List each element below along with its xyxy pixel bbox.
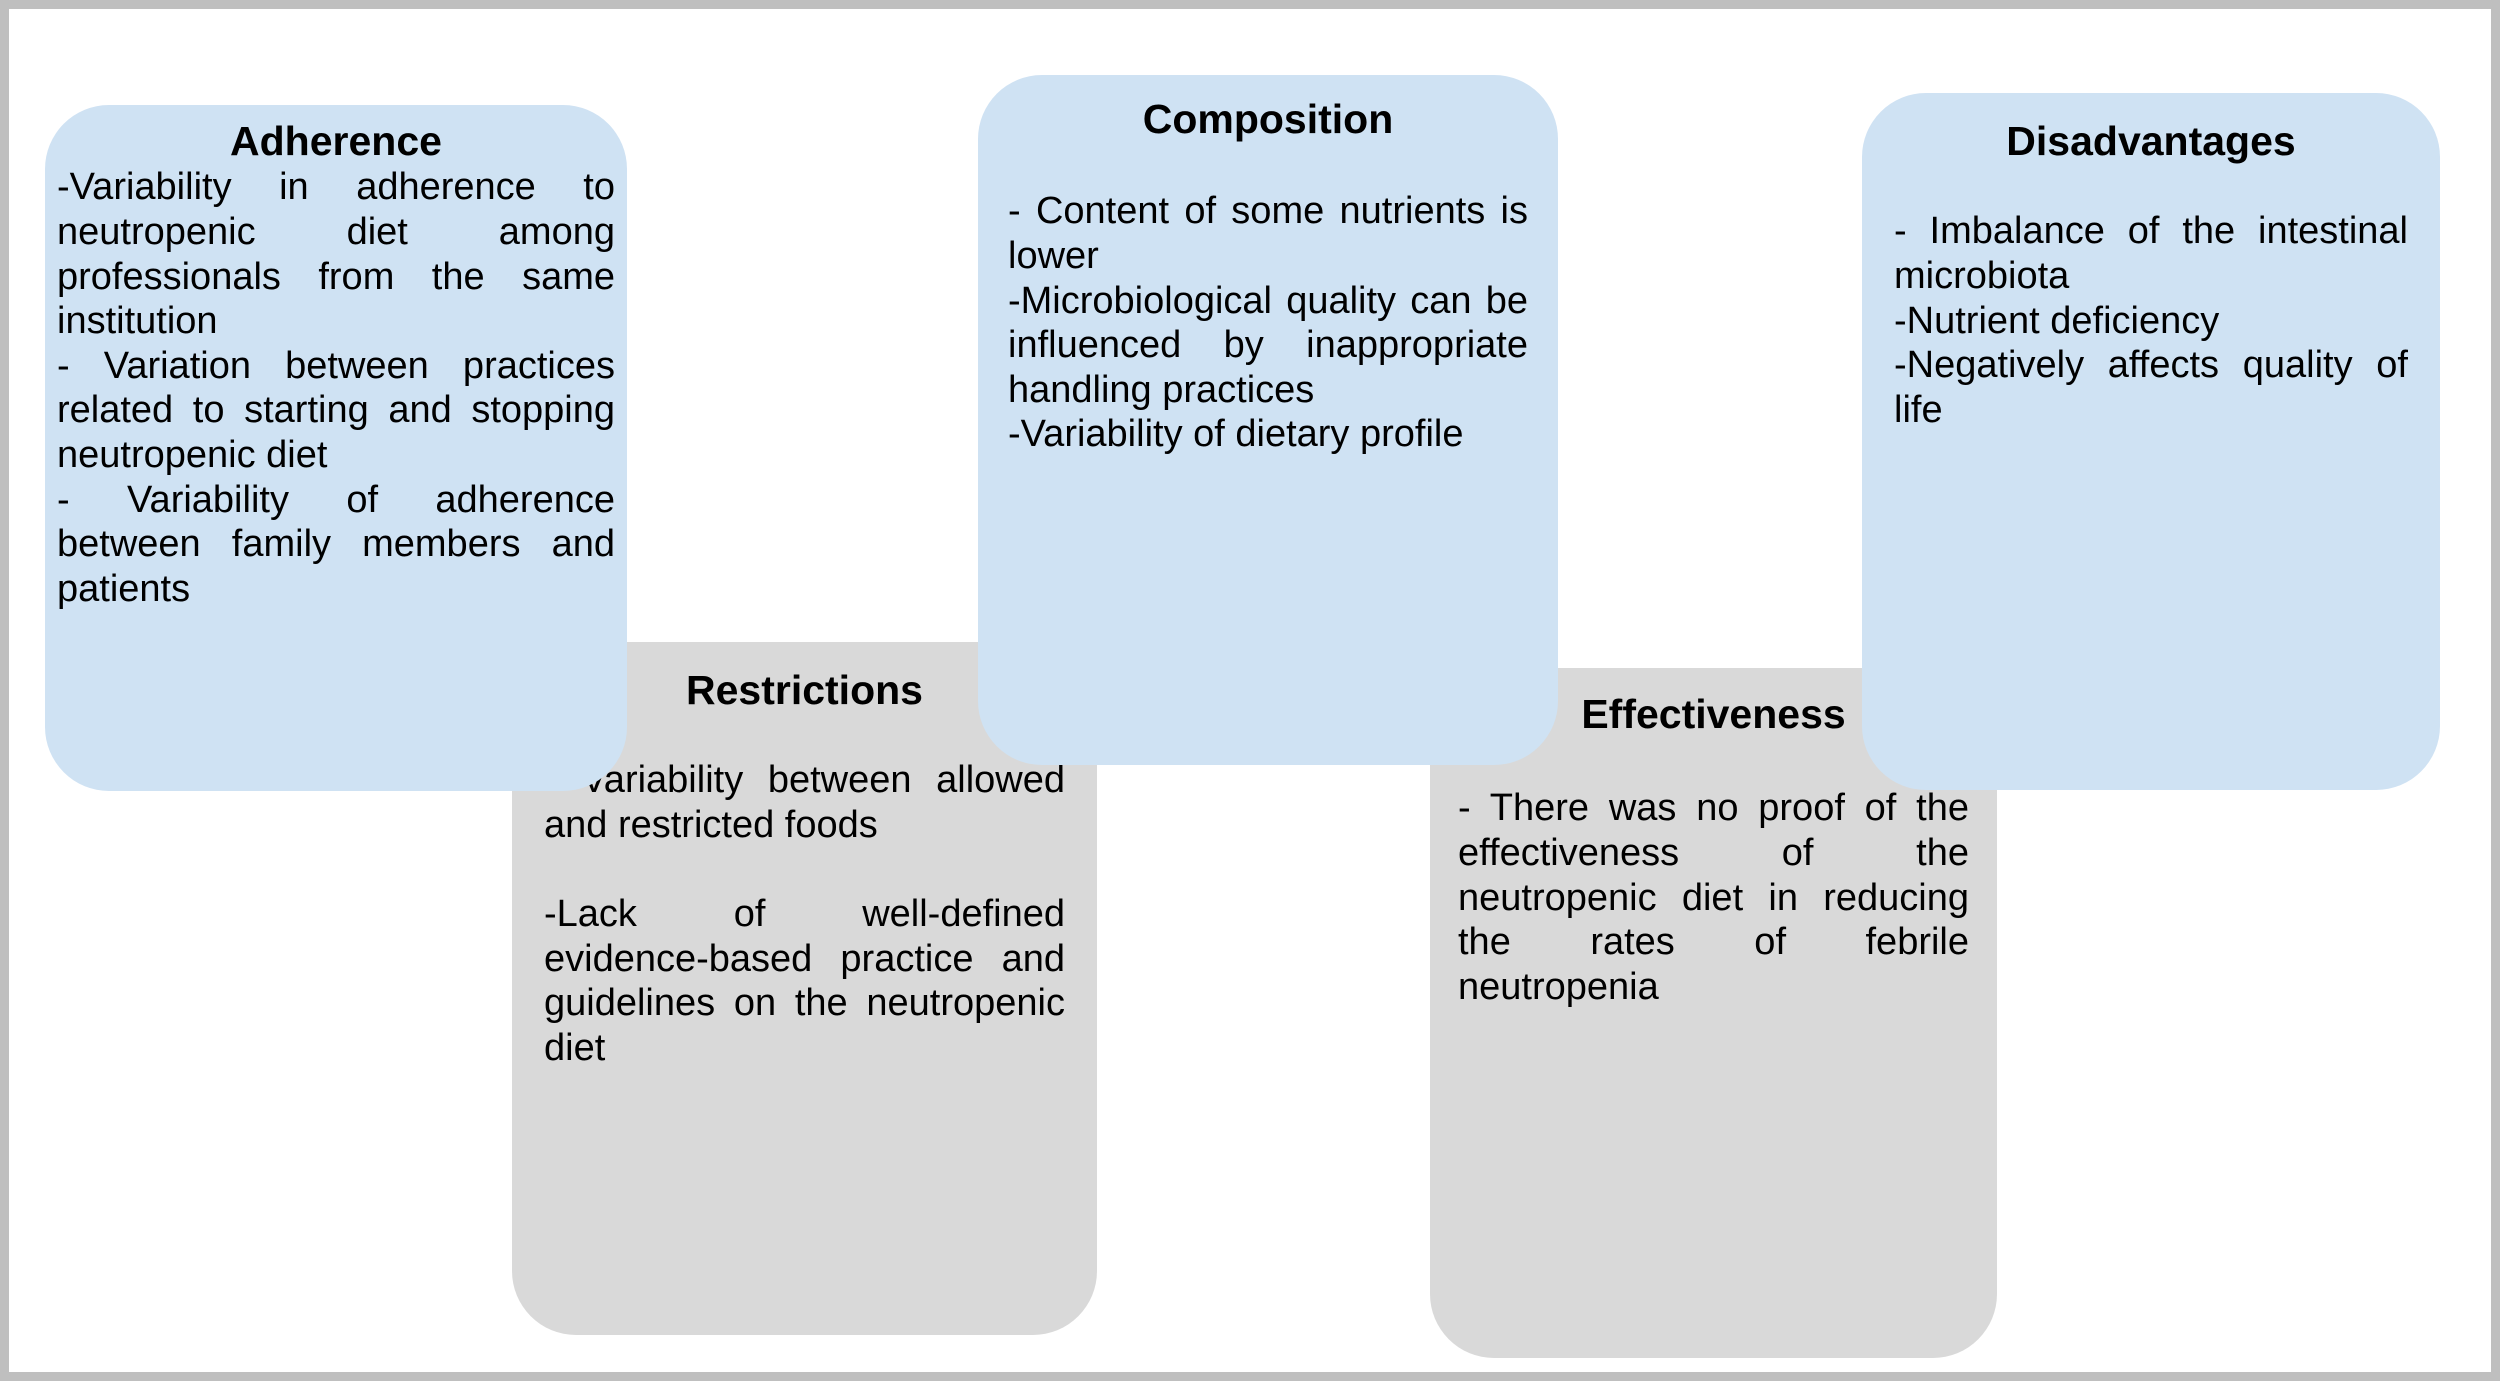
card-restrictions-line-1: - Variability between allowed and restri… (544, 759, 1065, 846)
card-composition-line-3: -Variability of dietary profile (1008, 413, 1464, 456)
card-disadvantages-body: - Imbalance of the intestinal microbiota… (1894, 163, 2408, 432)
card-composition: Composition - Content of some nutrients … (978, 75, 1558, 765)
card-composition-body: - Content of some nutrients is lower -Mi… (1008, 141, 1528, 457)
card-adherence-body: -Variability in adherence to neutropenic… (57, 163, 615, 611)
card-adherence-line-1: -Variability in adherence to neutropenic… (57, 166, 615, 343)
card-disadvantages-line-3: -Negatively affects quality of life (1894, 344, 2408, 431)
card-composition-line-2: -Microbiological quality can be influenc… (1008, 279, 1528, 411)
card-composition-title: Composition (1142, 96, 1394, 142)
figure-stage: Restrictions - Variability between allow… (9, 9, 2491, 1372)
card-effectiveness-title: Effectiveness (1581, 691, 1846, 737)
card-disadvantages-line-1: - Imbalance of the intestinal microbiota (1894, 210, 2408, 297)
card-adherence: Adherence -Variability in adherence to n… (45, 105, 627, 791)
card-restrictions-line-2: -Lack of well-defined evidence-based pra… (544, 893, 1065, 1070)
card-effectiveness-line-1: - There was no proof of the effectivenes… (1458, 787, 1969, 1008)
card-composition-line-1: - Content of some nutrients is lower (1008, 190, 1528, 277)
card-adherence-line-3: - Variability of adherence between famil… (57, 478, 615, 611)
card-disadvantages-line-2: -Nutrient deficiency (1894, 299, 2220, 342)
card-adherence-line-2: - Variation between practices related to… (57, 344, 615, 477)
card-adherence-title: Adherence (230, 118, 442, 164)
card-restrictions-body: - Variability between allowed and restri… (544, 712, 1065, 1070)
card-disadvantages-title: Disadvantages (2006, 118, 2296, 164)
card-restrictions: Restrictions - Variability between allow… (512, 642, 1097, 1335)
card-disadvantages: Disadvantages - Imbalance of the intesti… (1862, 93, 2440, 790)
card-effectiveness-body: - There was no proof of the effectivenes… (1458, 736, 1969, 1009)
card-restrictions-title: Restrictions (686, 667, 923, 713)
